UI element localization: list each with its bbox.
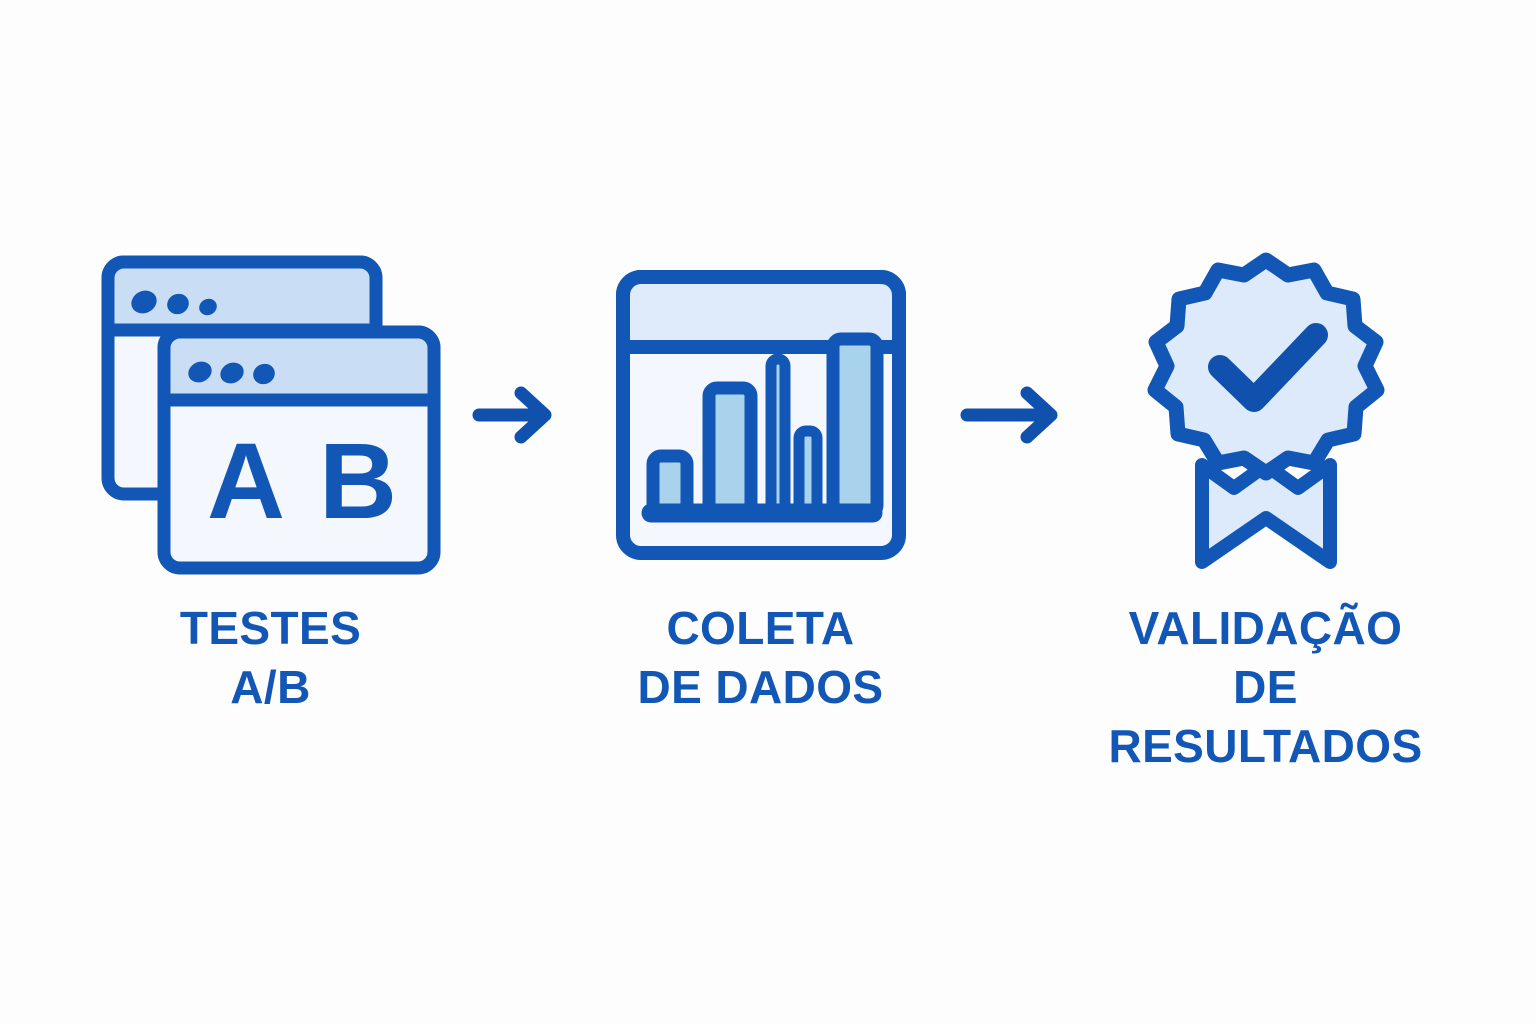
window-dot — [130, 290, 157, 314]
step-data-collection[interactable]: COLETA DE DADOS — [576, 245, 946, 717]
window-dot — [198, 298, 217, 316]
arrow-right-icon — [472, 386, 551, 444]
chart-window-header — [615, 270, 906, 354]
arrow-right-icon — [960, 386, 1058, 444]
step-data-collection-label: COLETA DE DADOS — [637, 602, 884, 713]
bar-chart-window-icon — [615, 270, 906, 560]
chart-bar — [826, 332, 883, 520]
steps-row: A B TESTES A/B — [0, 245, 1536, 772]
connector-arrow-1-box — [456, 245, 576, 585]
window-dot — [166, 293, 189, 315]
bar-chart-plot — [641, 332, 883, 523]
chart-bar — [702, 381, 757, 520]
badge-ribbon — [1194, 458, 1337, 569]
chart-bar — [765, 353, 790, 519]
window-dot — [187, 361, 212, 383]
chart-bar — [793, 425, 822, 519]
step-ab-testing[interactable]: A B TESTES A/B — [86, 245, 456, 717]
step-ab-testing-label: TESTES A/B — [179, 602, 362, 713]
step-result-validation-label: VALIDAÇÃO DE RESULTADOS — [1108, 602, 1423, 772]
front-window: A B — [157, 325, 440, 575]
connector-arrow-2-box — [946, 245, 1081, 585]
step-result-validation-icon-box — [1136, 245, 1396, 585]
step-ab-testing-icon-box: A B — [96, 245, 446, 585]
badge-medal — [1147, 252, 1384, 481]
window-dot — [219, 362, 244, 384]
letter-b: B — [319, 420, 397, 541]
letter-a: A — [207, 420, 285, 541]
window-dot — [252, 363, 275, 385]
check-icon — [1207, 323, 1328, 412]
step-result-validation[interactable]: VALIDAÇÃO DE RESULTADOS — [1081, 245, 1451, 776]
ab-test-windows-icon: A B — [101, 255, 440, 575]
step-data-collection-icon-box — [611, 245, 911, 585]
verified-badge-icon — [1147, 252, 1384, 569]
